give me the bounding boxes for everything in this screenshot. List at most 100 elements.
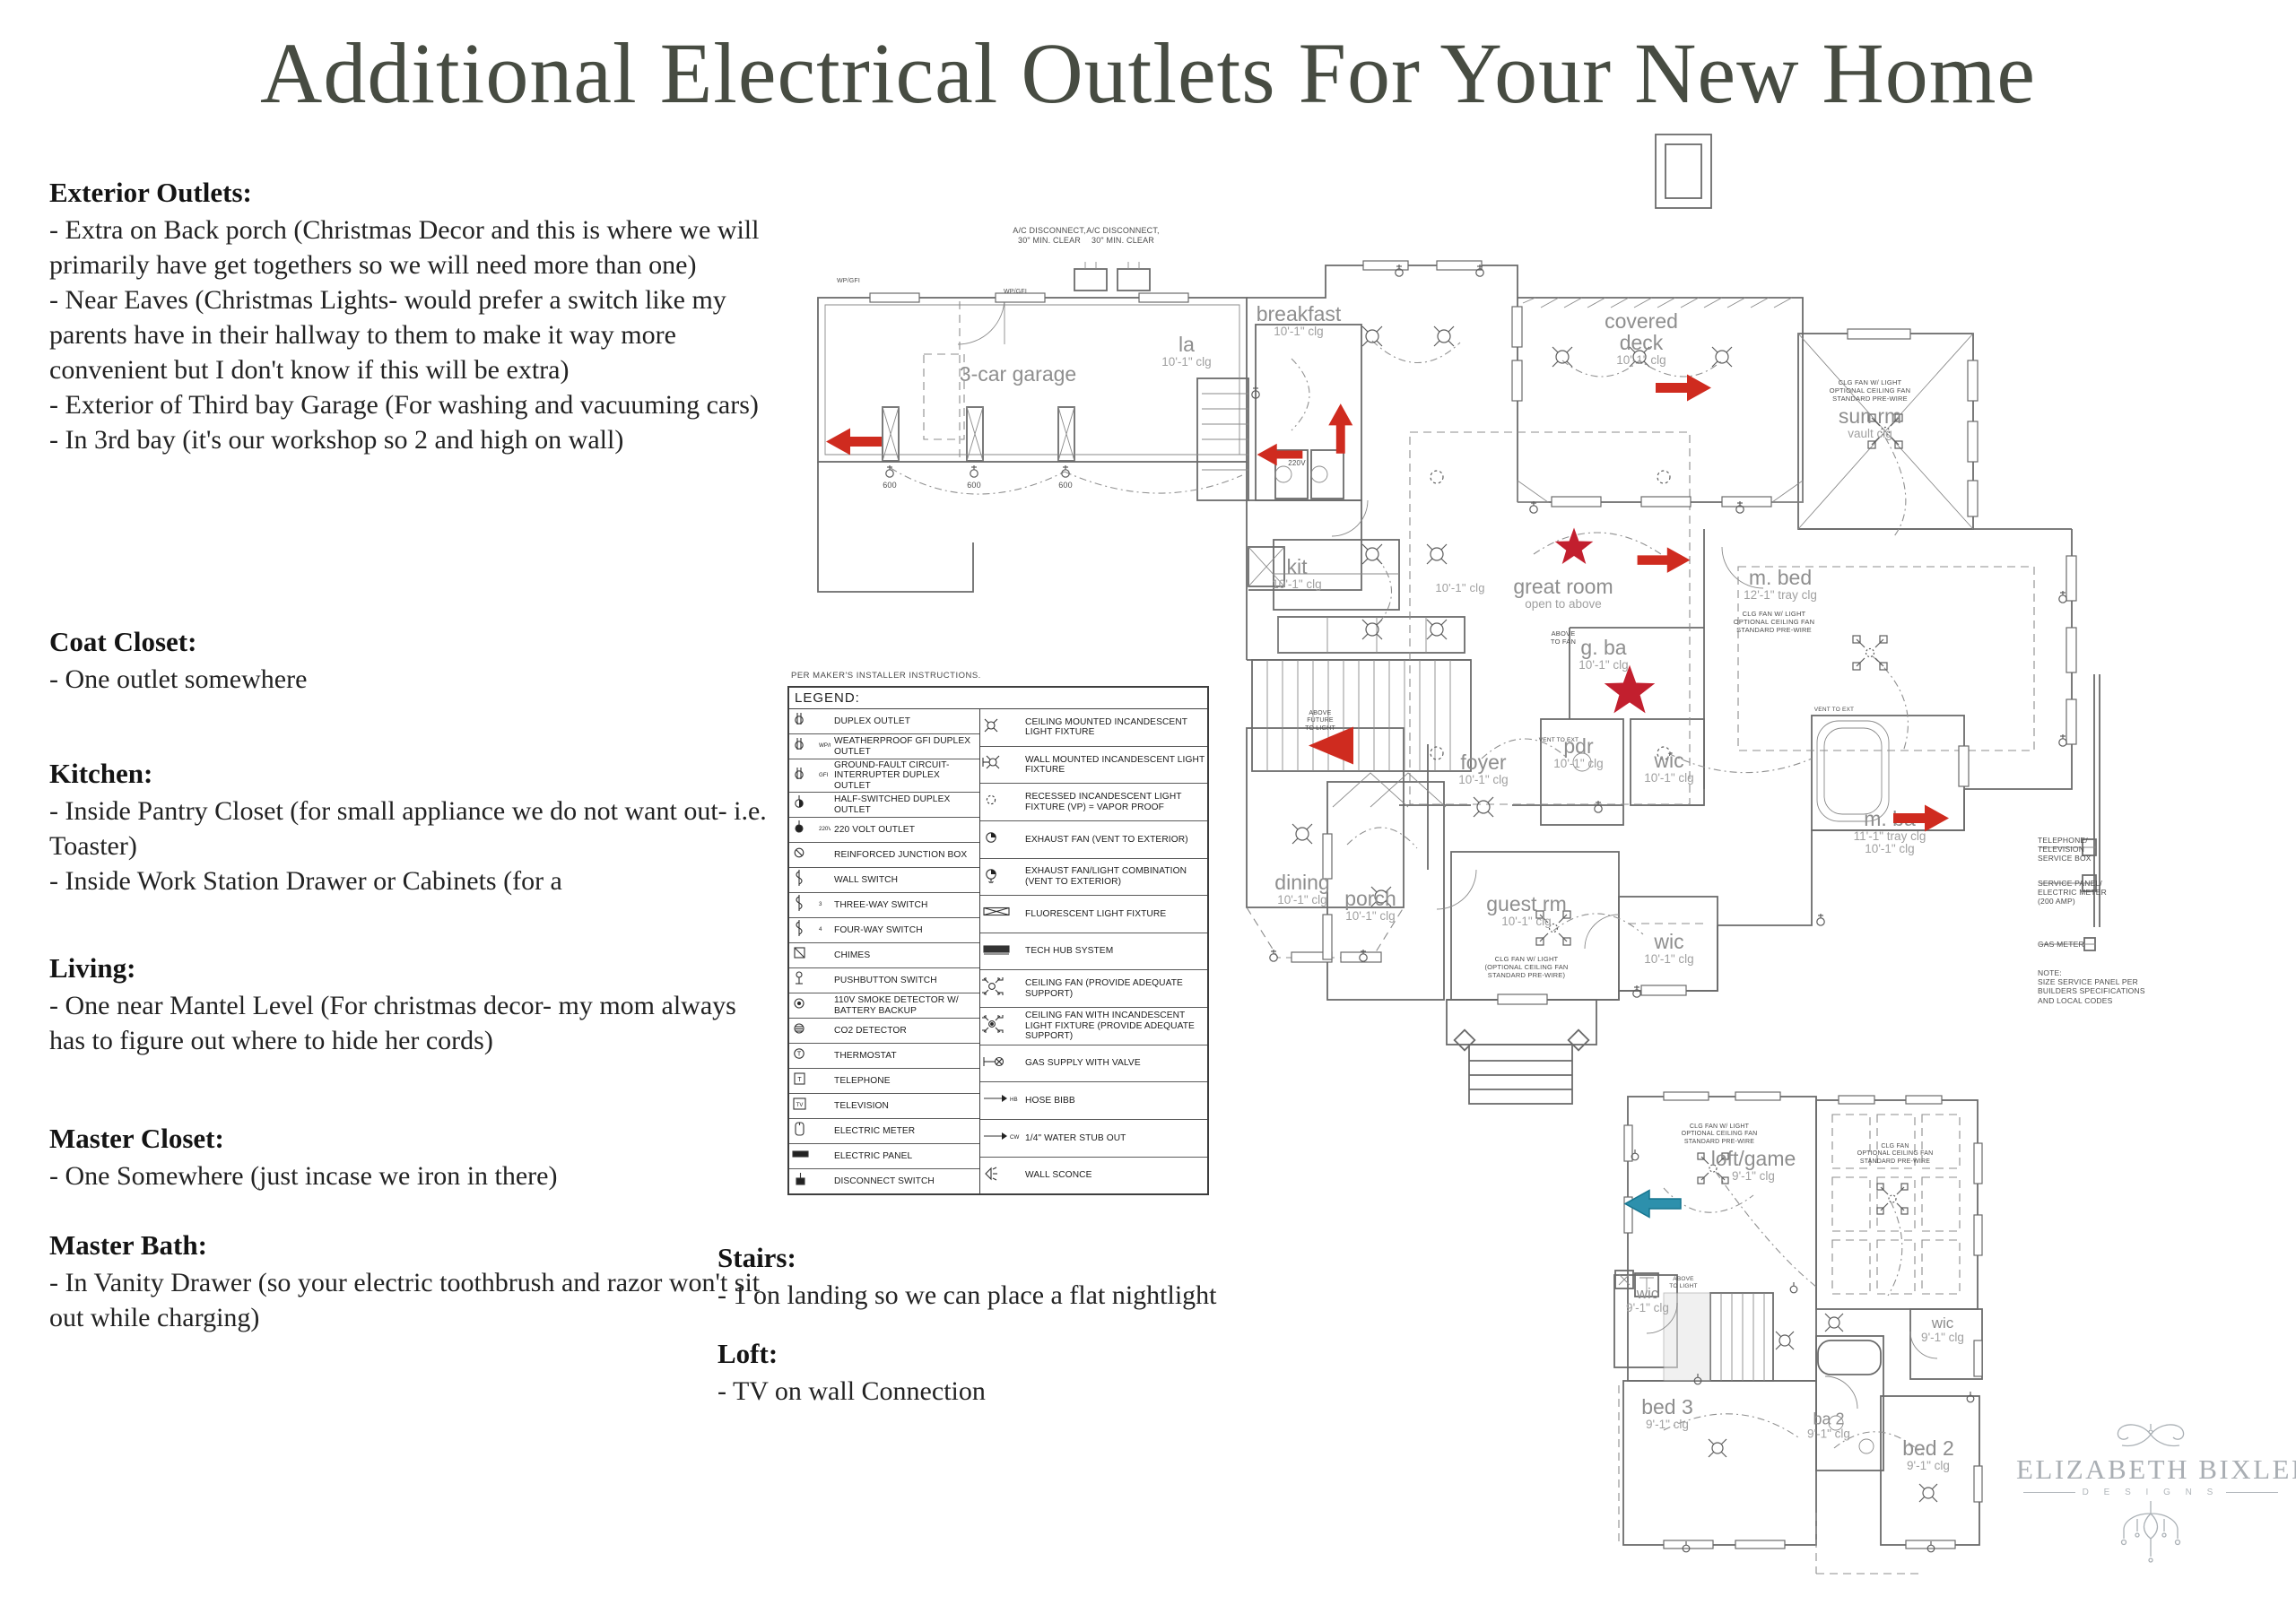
- legend-symbol-icon: [982, 941, 1025, 963]
- legend-symbol-icon: [791, 994, 834, 1017]
- legend-row: HALF-SWITCHED DUPLEX OUTLET: [789, 793, 979, 819]
- legend-row: TECH HUB SYSTEM: [980, 933, 1207, 971]
- room-ceiling: 9'-1" clg: [1646, 1417, 1689, 1431]
- room-ceiling: 10'-1" clg: [1277, 892, 1327, 907]
- legend-row: CEILING MOUNTED INCANDESCENT LIGHT FIXTU…: [980, 709, 1207, 747]
- legend: LEGEND: DUPLEX OUTLETWP/GFIWEATHERPROOF …: [787, 686, 1209, 1196]
- legend-label: TECH HUB SYSTEM: [1025, 946, 1114, 957]
- legend-label: ELECTRIC METER: [834, 1126, 916, 1137]
- room-name: g. ba: [1580, 636, 1627, 660]
- legend-label: CEILING FAN WITH INCANDESCENT LIGHT FIXT…: [1025, 1011, 1195, 1042]
- legend-label: REINFORCED JUNCTION BOX: [834, 850, 968, 861]
- legend-label: RECESSED INCANDESCENT LIGHT FIXTURE (VP)…: [1025, 792, 1182, 812]
- plan-note: VENT TO EXT: [1813, 707, 1855, 713]
- watermark-name: ELIZABETH BIXLER: [2016, 1453, 2296, 1485]
- legend-symbol-icon: HB: [982, 1089, 1025, 1112]
- legend-label: FLUORESCENT LIGHT FIXTURE: [1025, 908, 1167, 919]
- note-heading: Stairs:: [718, 1242, 796, 1273]
- watermark: ELIZABETH BIXLER D E S I G N S: [2016, 1420, 2296, 1572]
- plan-note: NOTE: SIZE SERVICE PANEL PER BUILDERS SP…: [2038, 968, 2145, 1005]
- arrow-marker: [826, 422, 882, 457]
- room-ceiling: 9'-1" clg: [1907, 1458, 1950, 1472]
- note-heading: Master Bath:: [49, 1229, 207, 1261]
- legend-symbol-icon: TV: [791, 1095, 834, 1117]
- note-line: - One Somewhere (just incase we iron in …: [49, 1161, 558, 1191]
- note-block: Living:- One near Mantel Level (For chri…: [49, 952, 767, 1058]
- room-ceiling: 9'-1" clg: [1921, 1330, 1964, 1344]
- legend-row: ELECTRIC PANEL: [789, 1144, 979, 1170]
- room-ceiling: 10'-1" clg: [1274, 324, 1324, 338]
- plan-note: WP/GFI: [1003, 289, 1028, 295]
- svg-text:4: 4: [819, 926, 822, 933]
- note-line: - In 3rd bay (it's our workshop so 2 and…: [49, 425, 624, 455]
- legend-row: ELECTRIC METER: [789, 1119, 979, 1145]
- legend-symbol-icon: [982, 716, 1025, 739]
- legend-symbol-icon: [982, 903, 1025, 925]
- legend-label: 220 VOLT OUTLET: [834, 825, 916, 836]
- note-line: - Near Eaves (Christmas Lights- would pr…: [49, 285, 726, 385]
- legend-row: WP/GFIWEATHERPROOF GFI DUPLEX OUTLET: [789, 734, 979, 759]
- plan-note: 600: [883, 481, 897, 490]
- legend-symbol-icon: [982, 753, 1025, 776]
- legend-row: CEILING FAN (PROVIDE ADEQUATE SUPPORT): [980, 970, 1207, 1009]
- arrow-marker: [1637, 545, 1691, 578]
- legend-label: TELEPHONE: [834, 1076, 891, 1087]
- legend-row: GAS SUPPLY WITH VALVE: [980, 1045, 1207, 1083]
- room-name: 3-car garage: [959, 362, 1077, 386]
- legend-title: LEGEND:: [789, 688, 1207, 709]
- room-name: great room: [1513, 575, 1613, 599]
- legend-symbol-icon: WP/GFI: [791, 735, 839, 758]
- note-heading: Coat Closet:: [49, 626, 197, 657]
- legend-symbol-icon: [791, 1019, 834, 1042]
- plan-note: 220V: [1288, 459, 1306, 467]
- plan-note: WP/GFI: [836, 278, 861, 284]
- arrow-marker: [1656, 373, 1711, 408]
- room-name: dining: [1274, 871, 1330, 895]
- plan-note: A/C DISCONNECT, 30" MIN. CLEAR: [1013, 226, 1086, 245]
- legend-label: 1/4" WATER STUB OUT: [1025, 1132, 1126, 1143]
- legend-row: CO2 DETECTOR: [789, 1019, 979, 1045]
- note-block: Master Closet:- One Somewhere (just inca…: [49, 1123, 767, 1193]
- room-name: wic: [1654, 930, 1684, 954]
- legend-symbol-icon: [982, 865, 1025, 888]
- triangle-marker: [1309, 726, 1353, 769]
- room-name: bed 2: [1902, 1436, 1954, 1461]
- plan-note: GAS METER: [2038, 940, 2084, 949]
- room-name: wic: [1931, 1314, 1954, 1332]
- legend-label: FOUR-WAY SWITCH: [834, 925, 923, 936]
- legend-label: HOSE BIBB: [1025, 1096, 1075, 1106]
- star-marker: [1554, 527, 1594, 570]
- legend-symbol-icon: [791, 1120, 834, 1142]
- legend-label: WALL SCONCE: [1025, 1170, 1092, 1181]
- star-marker: [1604, 664, 1656, 720]
- room-name: wic: [1636, 1285, 1659, 1303]
- room-ceiling: 10'-1" clg: [1458, 772, 1509, 786]
- room-ceiling: 10'-1" clg: [1616, 352, 1666, 367]
- legend-label: DISCONNECT SWITCH: [834, 1176, 935, 1187]
- watermark-chandelier-icon: [2120, 1501, 2181, 1563]
- plan-note: 600: [1058, 481, 1073, 490]
- plan-note: TELEPHONE/ TELEVISION SERVICE BOX: [2038, 836, 2092, 863]
- svg-text:220V: 220V: [819, 826, 831, 832]
- room-ceiling: 9'-1" clg: [1626, 1300, 1669, 1314]
- plan-note: CLG FAN W/ LIGHT OPTIONAL CEILING FAN ST…: [1733, 610, 1815, 634]
- room-ceiling: vault clg: [1848, 426, 1892, 440]
- note-heading: Living:: [49, 952, 136, 984]
- note-block: Stairs:- 1 on landing so we can place a …: [718, 1242, 1327, 1313]
- legend-symbol-icon: CW: [982, 1127, 1025, 1150]
